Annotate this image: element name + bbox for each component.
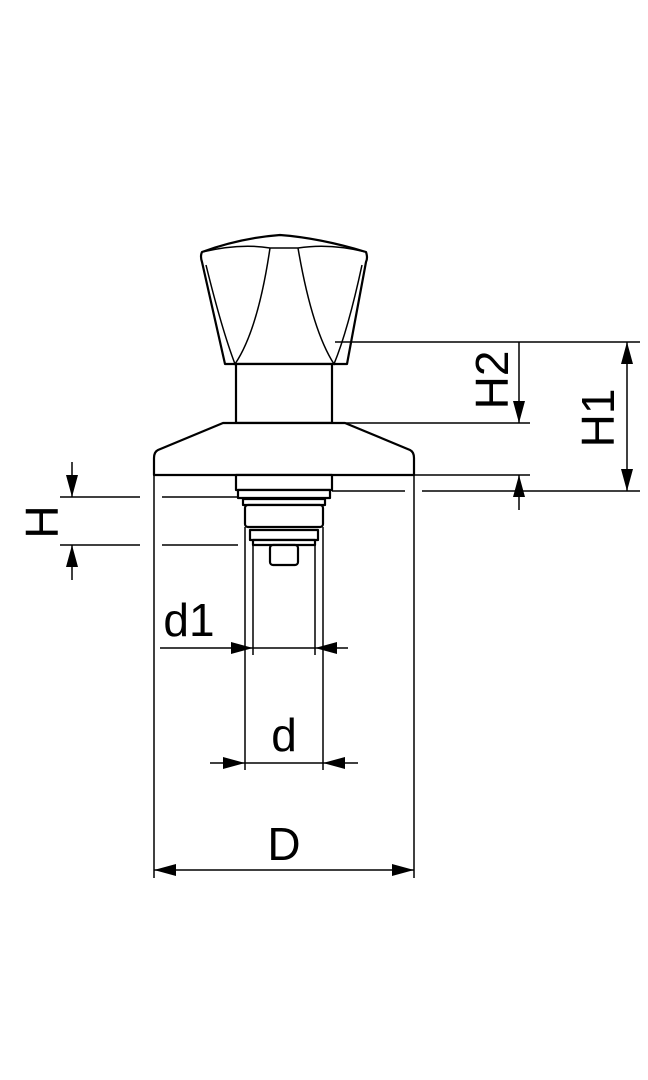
body-ring-5 — [248, 528, 320, 542]
label-h: H — [16, 505, 68, 538]
body-ring-1 — [234, 473, 334, 492]
valve-body — [152, 233, 416, 567]
stem — [234, 362, 334, 425]
label-D: D — [267, 818, 300, 870]
nut — [268, 543, 300, 567]
dimension-lines — [60, 341, 640, 878]
flange — [152, 421, 416, 477]
dimension-labels: H1 H2 H d1 d D — [16, 351, 624, 870]
label-h2: H2 — [466, 351, 518, 410]
label-d1: d1 — [163, 594, 214, 646]
label-d: d — [271, 709, 297, 761]
label-h1: H1 — [572, 389, 624, 448]
handle-grooves — [201, 245, 367, 366]
handle — [199, 233, 369, 366]
body-ring-4 — [243, 503, 325, 529]
body-ring-2 — [236, 488, 332, 500]
